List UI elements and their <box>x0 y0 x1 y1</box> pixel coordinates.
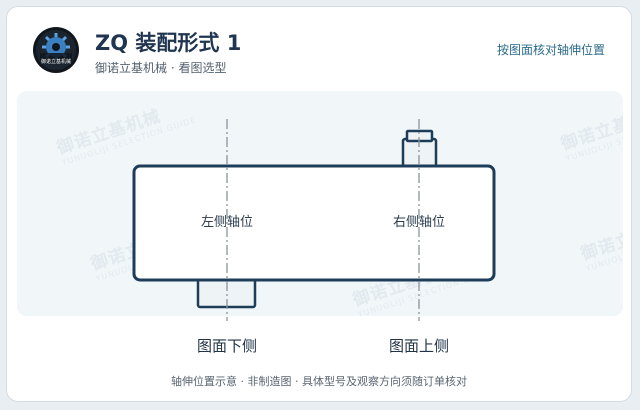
gearbox-housing <box>132 164 496 282</box>
logo-text: 御诺立基机械 <box>40 59 71 65</box>
page-title: ZQ 装配形式 1 <box>95 31 242 55</box>
left-shaft-label: 左侧轴位 <box>201 215 253 230</box>
check-hint: 按图面核对轴伸位置 <box>496 43 605 57</box>
page-subtitle: 御诺立基机械 · 看图选型 <box>95 61 227 75</box>
right-shaft-label: 右侧轴位 <box>393 215 445 230</box>
top-side-label: 图面上侧 <box>388 337 450 355</box>
selection-card: 御诺立基机械 ZQ 装配形式 1 御诺立基机械 · 看图选型 按图面核对轴伸位置… <box>6 6 632 402</box>
company-logo: 御诺立基机械 <box>33 27 79 73</box>
gear-icon <box>36 30 76 70</box>
footer-note: 轴伸位置示意 · 非制造图 · 具体型号及观察方向须随订单核对 <box>171 375 467 388</box>
assembly-diagram: 左侧轴位 右侧轴位 <box>132 119 496 321</box>
bottom-side-label: 图面下侧 <box>196 337 258 355</box>
